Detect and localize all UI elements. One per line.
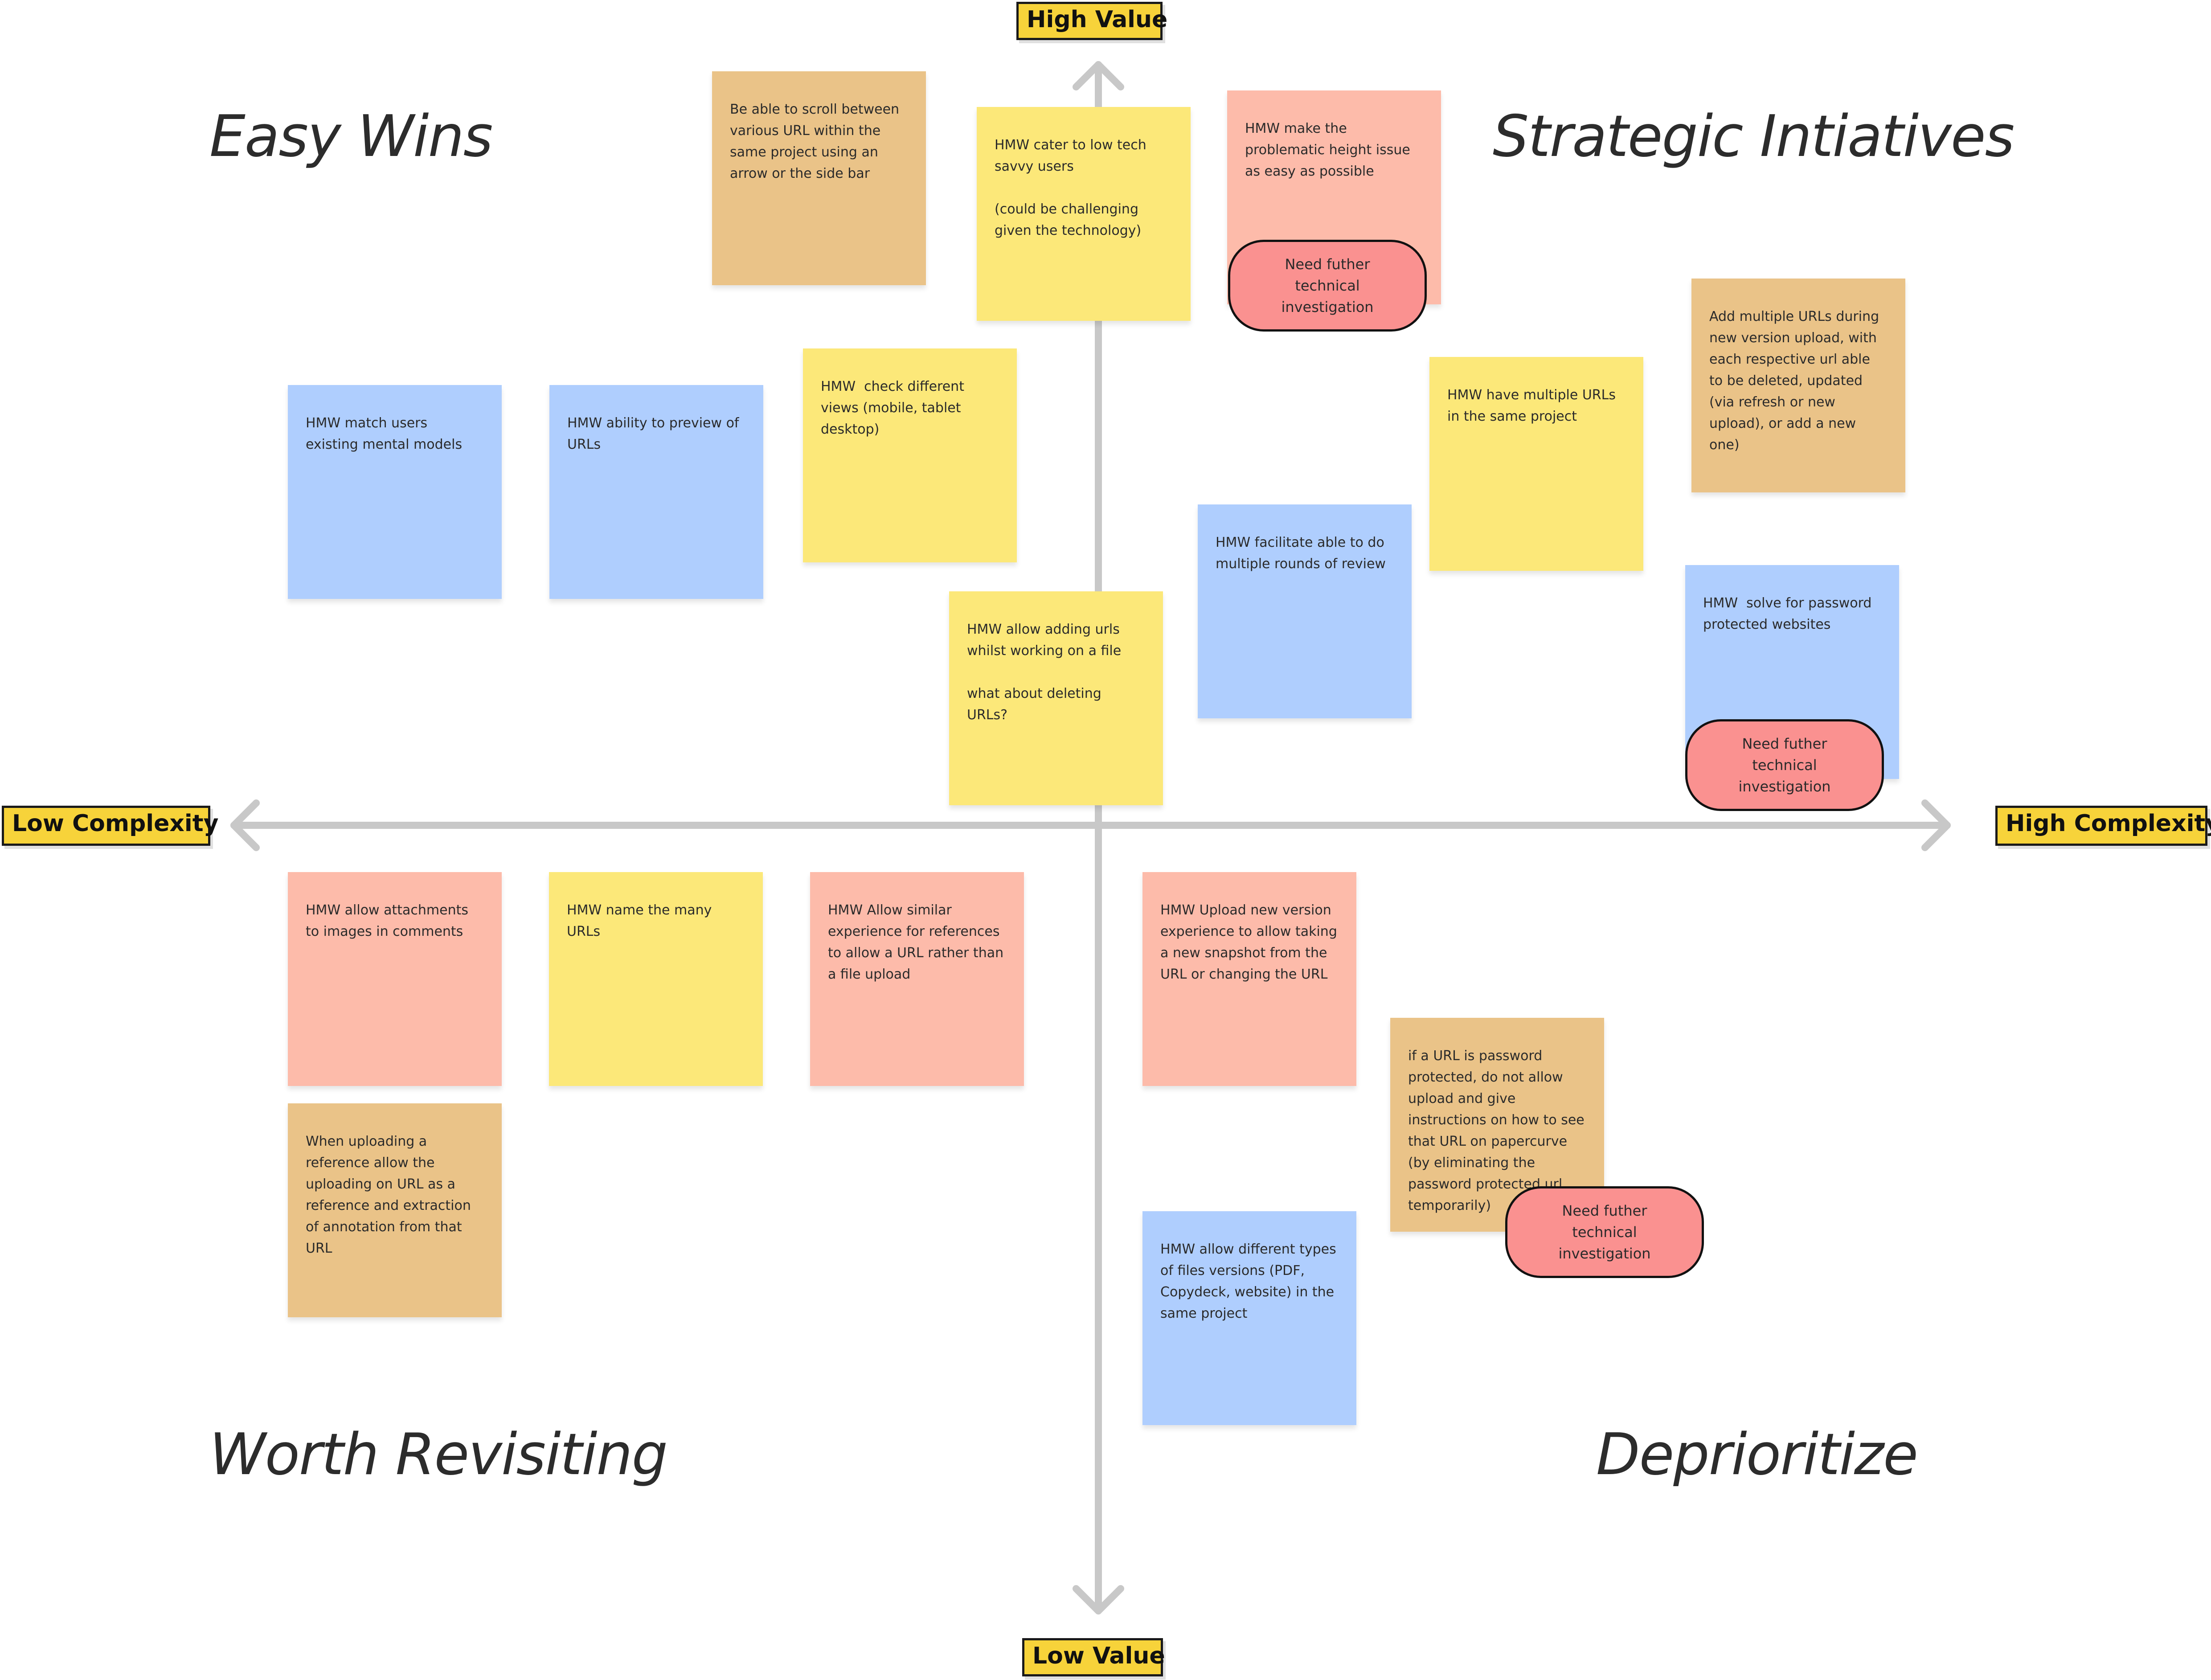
arrow-right-icon [1921,799,1951,851]
quadrant-title-deprioritize: Deprioritize [1596,1422,1918,1488]
axis-label-high-value: High Value [1016,2,1167,40]
sticky-note[interactable]: Be able to scroll between various URL wi… [712,71,926,285]
sticky-note[interactable]: HMW allow attachments to images in comme… [288,872,502,1086]
quadrant-title-strategic-initiatives: Strategic Intiatives [1493,103,2014,170]
sticky-note[interactable]: HMW match users existing mental models [288,385,502,599]
axis-label-high-complexity: High Complexity [1995,806,2211,846]
sticky-note[interactable]: Add multiple URLs during new version upl… [1691,279,1905,492]
sticky-note[interactable]: When uploading a reference allow the upl… [288,1103,502,1317]
axis-label-low-value: Low Value [1022,1638,1165,1676]
sticky-note[interactable]: HMW cater to low tech savvy users (could… [977,107,1191,321]
quadrant-title-worth-revisiting: Worth Revisiting [209,1422,668,1488]
quadrant-title-easy-wins: Easy Wins [209,103,493,170]
sticky-note[interactable]: HMW Upload new version experience to all… [1142,872,1356,1086]
sticky-note[interactable]: HMW Allow similar experience for referen… [810,872,1024,1086]
arrow-down-icon [1073,1585,1124,1614]
investigation-tag[interactable]: Need futher technical investigation [1505,1186,1704,1278]
investigation-tag-label: Need futher technical investigation [1281,256,1374,316]
sticky-note[interactable]: HMW have multiple URLs in the same proje… [1429,357,1643,571]
investigation-tag[interactable]: Need futher technical investigation [1685,719,1884,811]
investigation-tag[interactable]: Need futher technical investigation [1228,240,1427,332]
investigation-tag-label: Need futher technical investigation [1558,1202,1651,1262]
sticky-note[interactable]: HMW facilitate able to do multiple round… [1198,504,1412,718]
sticky-note[interactable]: HMW ability to preview of URLs [549,385,763,599]
investigation-tag-label: Need futher technical investigation [1738,735,1831,795]
sticky-note[interactable]: HMW allow different types of files versi… [1142,1211,1356,1425]
sticky-note[interactable]: HMW allow adding urls whilst working on … [949,591,1163,805]
arrow-up-icon [1073,61,1124,90]
arrow-left-icon [230,799,260,851]
sticky-note[interactable]: HMW check different views (mobile, table… [803,348,1017,562]
axis-label-low-complexity: Low Complexity [2,806,219,846]
sticky-note[interactable]: HMW name the many URLs [549,872,763,1086]
